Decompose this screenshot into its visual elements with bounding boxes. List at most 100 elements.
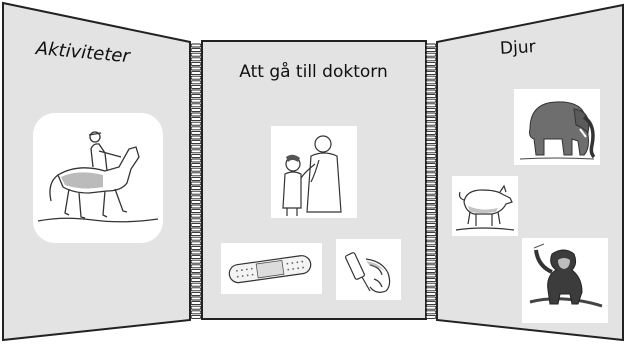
- spiral-loop: [425, 195, 437, 200]
- spiral-loop: [425, 43, 437, 48]
- spiral-loop: [425, 218, 437, 223]
- spiral-loop: [190, 43, 202, 48]
- spiral-loop: [190, 241, 202, 246]
- spiral-loop: [425, 107, 437, 112]
- elephant-icon: [519, 101, 596, 160]
- panel-title-animals: Djur: [499, 37, 537, 59]
- spiral-loop: [425, 305, 437, 310]
- spiral-loop: [425, 172, 437, 177]
- spiral-loop: [425, 176, 437, 181]
- spiral-loop: [425, 48, 437, 53]
- spiral-loop: [190, 232, 202, 237]
- spiral-loop: [190, 268, 202, 273]
- spiral-loop: [190, 158, 202, 163]
- spiral-loop: [190, 153, 202, 158]
- spiral-loop: [190, 250, 202, 255]
- spiral-loop: [425, 314, 437, 319]
- spiral-loop: [190, 75, 202, 80]
- spiral-loop: [425, 75, 437, 80]
- spiral-loop: [425, 255, 437, 260]
- spiral-loop: [190, 305, 202, 310]
- spiral-loop: [190, 209, 202, 214]
- spiral-loop: [425, 209, 437, 214]
- binding-spiral-right: [425, 43, 437, 319]
- spiral-loop: [425, 135, 437, 140]
- spiral-loop: [425, 213, 437, 218]
- doctor-with-child-icon: [282, 135, 342, 216]
- pig-icon: [455, 184, 515, 231]
- spiral-loop: [425, 287, 437, 292]
- spiral-loop: [190, 259, 202, 264]
- spiral-loop: [190, 301, 202, 306]
- spiral-loop: [190, 71, 202, 76]
- spiral-loop: [425, 103, 437, 108]
- spiral-loop: [190, 80, 202, 85]
- spiral-loop: [425, 250, 437, 255]
- spiral-loop: [425, 84, 437, 89]
- spiral-loop: [190, 204, 202, 209]
- spiral-loop: [425, 301, 437, 306]
- spiral-loop: [425, 126, 437, 131]
- spiral-loop: [190, 264, 202, 269]
- spiral-loop: [190, 149, 202, 154]
- spiral-loop: [190, 140, 202, 145]
- syringe-card: [336, 239, 401, 300]
- spiral-loop: [425, 190, 437, 195]
- spiral-loop: [425, 153, 437, 158]
- binding-spiral-left: [190, 43, 202, 319]
- plaster-card: [221, 243, 322, 294]
- spiral-loop: [190, 278, 202, 283]
- spiral-loop: [425, 241, 437, 246]
- spiral-loop: [190, 296, 202, 301]
- spiral-loop: [425, 112, 437, 117]
- spiral-loop: [425, 149, 437, 154]
- spiral-loop: [190, 135, 202, 140]
- spiral-loop: [190, 172, 202, 177]
- spiral-loop: [425, 52, 437, 57]
- spiral-loop: [190, 195, 202, 200]
- spiral-loop: [425, 291, 437, 296]
- spiral-loop: [190, 190, 202, 195]
- spiral-loop: [425, 144, 437, 149]
- spiral-loop: [425, 89, 437, 94]
- spiral-loop: [425, 296, 437, 301]
- elephant-card: [514, 89, 600, 165]
- spiral-loop: [190, 94, 202, 99]
- spiral-loop: [425, 94, 437, 99]
- spiral-loop: [190, 181, 202, 186]
- spiral-loop: [190, 89, 202, 94]
- spiral-loop: [425, 66, 437, 71]
- chimpanzee-icon: [529, 243, 603, 308]
- spiral-loop: [190, 310, 202, 315]
- panel-title-doctor: Att gå till doktorn: [239, 62, 388, 82]
- spiral-loop: [190, 66, 202, 71]
- spiral-loop: [425, 278, 437, 283]
- spiral-loop: [425, 310, 437, 315]
- spiral-loop: [425, 199, 437, 204]
- spiral-loop: [190, 48, 202, 53]
- spiral-loop: [425, 268, 437, 273]
- spiral-loop: [190, 167, 202, 172]
- spiral-loop: [425, 186, 437, 191]
- spiral-loop: [190, 218, 202, 223]
- spiral-loop: [425, 181, 437, 186]
- spiral-loop: [190, 144, 202, 149]
- plaster-icon: [228, 255, 312, 284]
- spiral-loop: [190, 52, 202, 57]
- spiral-loop: [190, 84, 202, 89]
- spiral-loop: [190, 126, 202, 131]
- spiral-loop: [190, 227, 202, 232]
- spiral-loop: [190, 121, 202, 126]
- spiral-loop: [190, 103, 202, 108]
- pig-card: [452, 176, 518, 236]
- spiral-loop: [190, 117, 202, 122]
- spiral-loop: [190, 176, 202, 181]
- spiral-loop: [425, 204, 437, 209]
- spiral-loop: [425, 61, 437, 66]
- doctor-with-child-card: [271, 126, 357, 218]
- horse-rider-card: [33, 113, 163, 243]
- spiral-loop: [190, 273, 202, 278]
- spiral-loop: [425, 282, 437, 287]
- spiral-loop: [190, 213, 202, 218]
- spiral-loop: [190, 245, 202, 250]
